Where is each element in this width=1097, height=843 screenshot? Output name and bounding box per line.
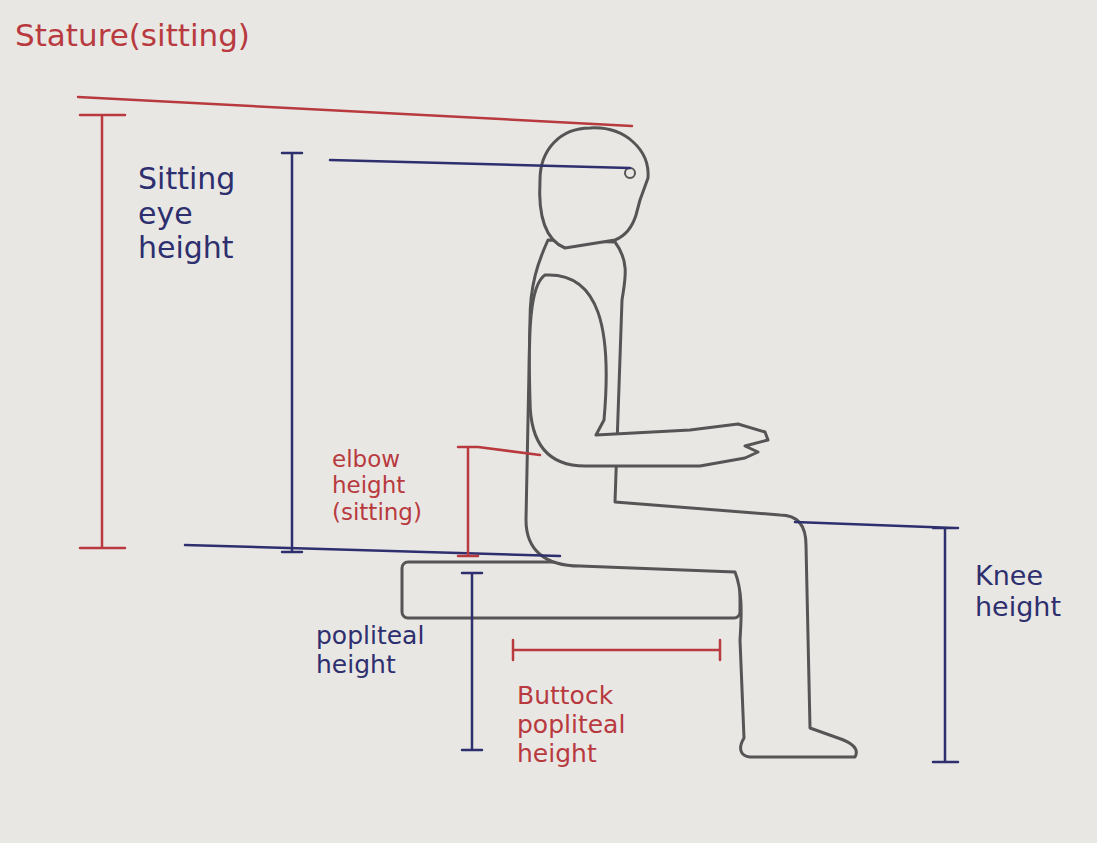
head bbox=[540, 128, 648, 248]
elbow-bracket bbox=[458, 447, 540, 556]
eye-height-bracket bbox=[282, 153, 302, 552]
eye-height-label: Sitting eye height bbox=[138, 162, 263, 266]
stature-bracket bbox=[80, 115, 125, 548]
arm bbox=[529, 275, 768, 466]
elbow-height-label: elbow height (sitting) bbox=[332, 446, 452, 525]
seat-line bbox=[185, 545, 560, 556]
popliteal-bracket bbox=[462, 573, 482, 750]
knee-height-label: Knee height bbox=[975, 560, 1095, 622]
buttock-popliteal-label: Buttock popliteal height bbox=[517, 682, 667, 768]
eye-line bbox=[330, 160, 630, 168]
eye bbox=[625, 168, 635, 178]
body-outline bbox=[526, 240, 856, 757]
popliteal-height-label: popliteal height bbox=[316, 622, 456, 680]
seated-figure bbox=[402, 128, 856, 757]
stature-label: Stature(sitting) bbox=[15, 18, 375, 54]
stature-line bbox=[78, 97, 632, 126]
knee-bracket bbox=[795, 522, 958, 762]
buttock-popliteal-bracket bbox=[513, 640, 720, 660]
